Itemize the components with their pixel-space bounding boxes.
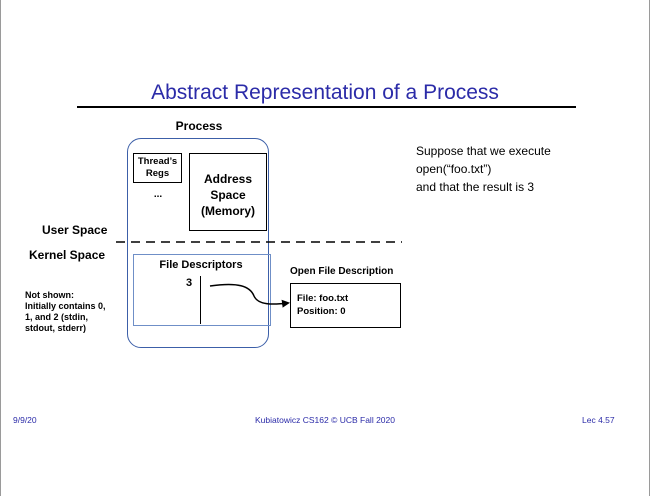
narrative-text: Suppose that we execute open(“foo.txt”) …: [416, 142, 616, 196]
narrative-line-3: and that the result is 3: [416, 180, 535, 194]
address-space-line-1: Address: [203, 172, 253, 186]
narrative-line-1: Suppose that we execute: [416, 144, 551, 158]
file-descriptors-label: File Descriptors: [159, 259, 243, 271]
address-space-line-2: Space: [210, 188, 246, 202]
address-space-line-3: (Memory): [200, 204, 255, 218]
user-space-label: User Space: [42, 223, 108, 237]
kernel-space-label: Kernel Space: [29, 248, 106, 262]
thread-regs-line-2: Regs: [145, 168, 170, 179]
fd-to-ofd-arrow: [209, 283, 290, 308]
title-underline: [77, 106, 576, 108]
footer-date: 9/9/20: [13, 415, 37, 425]
footer-course: Kubiatowicz CS162 © UCB Fall 2020: [255, 415, 395, 425]
slide-title: Abstract Representation of a Process: [151, 81, 499, 104]
thread-regs-box: Thread’s Regs: [133, 153, 182, 183]
process-box: [127, 138, 269, 348]
fd-number: 3: [186, 277, 193, 289]
note-line-3: 1, and 2 (stdin,: [25, 312, 89, 322]
footer-lecture: Lec 4.57: [582, 415, 615, 425]
process-label: Process: [175, 119, 223, 133]
note-line-1: Not shown:: [25, 290, 74, 300]
note-line-2: Initially contains 0,: [25, 301, 106, 311]
note-line-4: stdout, stderr): [25, 323, 87, 333]
file-descriptors-box: [133, 254, 271, 326]
open-file-description-box: File: foo.txt Position: 0: [290, 283, 401, 328]
narrative-line-2: open(“foo.txt”): [416, 162, 492, 176]
thread-regs-line-1: Thread’s: [137, 156, 178, 167]
not-shown-note: Not shown: Initially contains 0, 1, and …: [25, 290, 123, 334]
address-space-box: Address Space (Memory): [189, 153, 267, 231]
thread-ellipsis: ...: [153, 189, 163, 200]
slide-left-border: [0, 0, 1, 496]
fd-divider: [200, 276, 201, 324]
ofd-file: File: foo.txt: [297, 293, 349, 304]
open-file-description-label: Open File Description: [290, 266, 394, 277]
ofd-position: Position: 0: [297, 306, 346, 317]
